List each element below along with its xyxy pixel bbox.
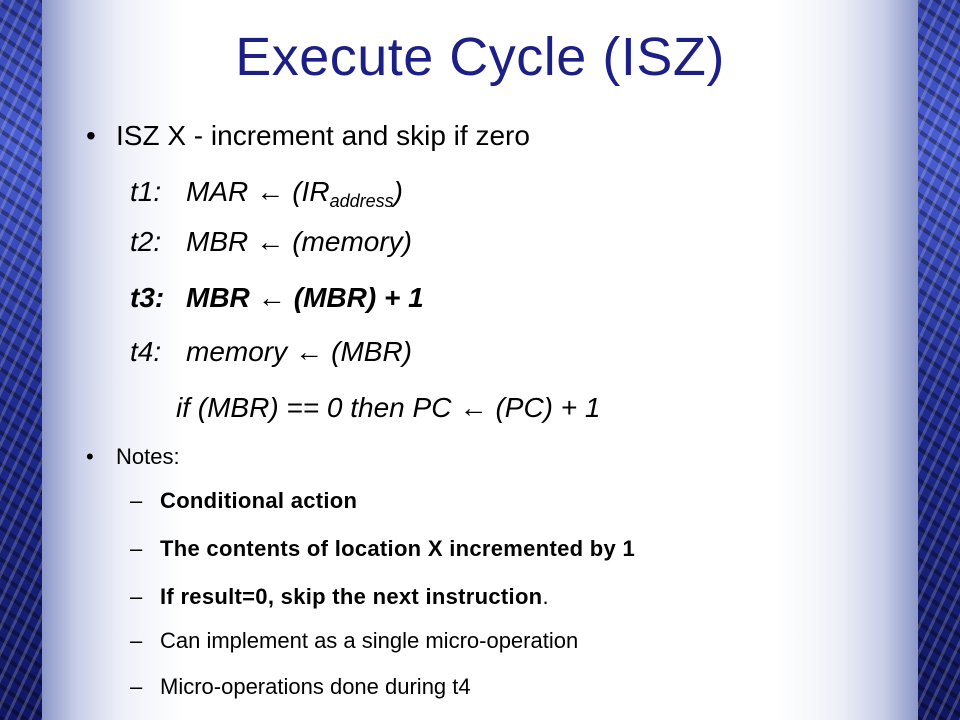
note-item: –Micro-operations done during t4 xyxy=(130,674,471,699)
step-text: MBR←(MBR) + 1 xyxy=(186,282,424,313)
bullet-dot-icon: • xyxy=(86,120,96,151)
left-arrow-icon: ← xyxy=(295,336,324,367)
slide-panel xyxy=(42,0,918,720)
conditional-step: if (MBR) == 0 then PC←(PC) + 1 xyxy=(176,392,816,432)
step-label: t2: xyxy=(130,226,162,257)
step-label: t3: xyxy=(130,282,165,313)
notes-label: Notes: xyxy=(116,444,180,469)
step-label: t1: xyxy=(130,176,162,207)
note-item: –Can implement as a single micro-operati… xyxy=(130,628,579,653)
notes-bullet: • Notes: xyxy=(86,444,180,470)
left-arrow-icon: ← xyxy=(257,282,286,313)
main-bullet: • ISZ X - increment and skip if zero xyxy=(86,120,530,152)
dash-icon: – xyxy=(130,584,143,609)
step-t1: t1: MAR←(IRaddress) xyxy=(130,176,830,216)
step-t3: t3: MBR←(MBR) + 1 xyxy=(130,282,830,322)
step-text: MBR←(memory) xyxy=(186,226,412,257)
conditional-text: if (MBR) == 0 then PC←(PC) + 1 xyxy=(176,392,601,423)
slide-title: Execute Cycle (ISZ) xyxy=(235,27,725,87)
dash-icon: – xyxy=(130,674,143,699)
left-arrow-icon: ← xyxy=(256,176,285,207)
note-item: –The contents of location X incremented … xyxy=(130,536,635,561)
bullet-dot-icon: • xyxy=(86,444,94,469)
right-border-decoration xyxy=(918,0,960,720)
step-t4: t4: memory←(MBR) xyxy=(130,336,830,376)
dash-icon: – xyxy=(130,628,143,653)
subscript: address xyxy=(329,191,394,211)
step-label: t4: xyxy=(130,336,162,367)
dash-icon: – xyxy=(130,488,143,513)
left-arrow-icon: ← xyxy=(459,392,488,423)
dash-icon: – xyxy=(130,536,143,561)
left-arrow-icon: ← xyxy=(256,226,285,257)
note-item: –If result=0, skip the next instruction. xyxy=(130,584,549,609)
step-t2: t2: MBR←(memory) xyxy=(130,226,830,266)
step-text: MAR←(IRaddress) xyxy=(186,176,403,211)
step-text: memory←(MBR) xyxy=(186,336,412,367)
main-bullet-text: ISZ X - increment and skip if zero xyxy=(116,120,530,151)
note-item: –Conditional action xyxy=(130,488,358,513)
left-border-decoration xyxy=(0,0,42,720)
